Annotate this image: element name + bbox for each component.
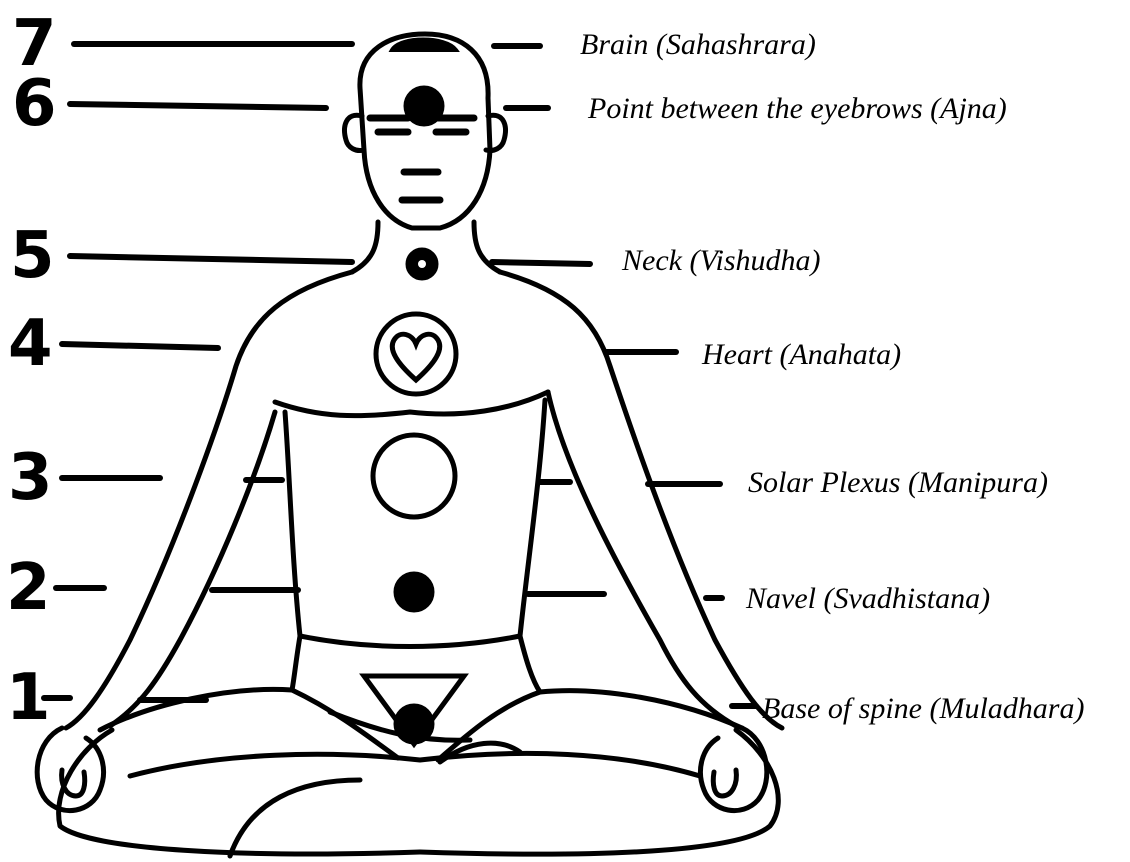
line-left-6 xyxy=(70,104,326,108)
left-arm-inner xyxy=(110,412,275,726)
chakra-number-2: 2 xyxy=(6,556,51,620)
foot-left xyxy=(230,780,360,856)
chakra-3-ring xyxy=(373,435,455,517)
neck-left xyxy=(352,222,378,272)
right-thumb xyxy=(713,770,736,796)
chakra-label-5: Neck (Vishudha) xyxy=(622,246,821,276)
chakra-4-heart xyxy=(392,334,439,380)
torso-right xyxy=(520,400,545,636)
chakra-number-4: 4 xyxy=(8,312,53,376)
line-left-4 xyxy=(62,344,218,348)
chakra-label-6: Point between the eyebrows (Ajna) xyxy=(588,94,1007,124)
chakra-label-1: Base of spine (Muladhara) xyxy=(762,694,1084,724)
line-right-5 xyxy=(492,262,590,264)
shin-line xyxy=(130,753,700,776)
chakra-7-crown xyxy=(392,40,456,51)
chakra-number-1: 1 xyxy=(6,666,51,730)
chakra-label-4: Heart (Anahata) xyxy=(702,340,901,370)
waist-line xyxy=(300,636,520,647)
chakra-2-dot xyxy=(394,572,434,612)
chakra-label-2: Navel (Svadhistana) xyxy=(746,584,990,614)
torso-left xyxy=(285,412,300,636)
right-arm-inner xyxy=(548,392,736,726)
leg-lower-right xyxy=(420,730,778,854)
line-left-5 xyxy=(70,256,352,262)
left-shoulder-arm xyxy=(66,272,352,728)
chakra-number-5: 5 xyxy=(10,224,55,288)
chakra-label-3: Solar Plexus (Manipura) xyxy=(748,468,1048,498)
chakra-number-6: 6 xyxy=(12,72,57,136)
chakra-6-dot xyxy=(404,86,444,126)
chakra-number-3: 3 xyxy=(8,446,53,510)
chakra-label-7: Brain (Sahashrara) xyxy=(580,30,816,60)
chakra-5-dot-center xyxy=(418,260,426,268)
